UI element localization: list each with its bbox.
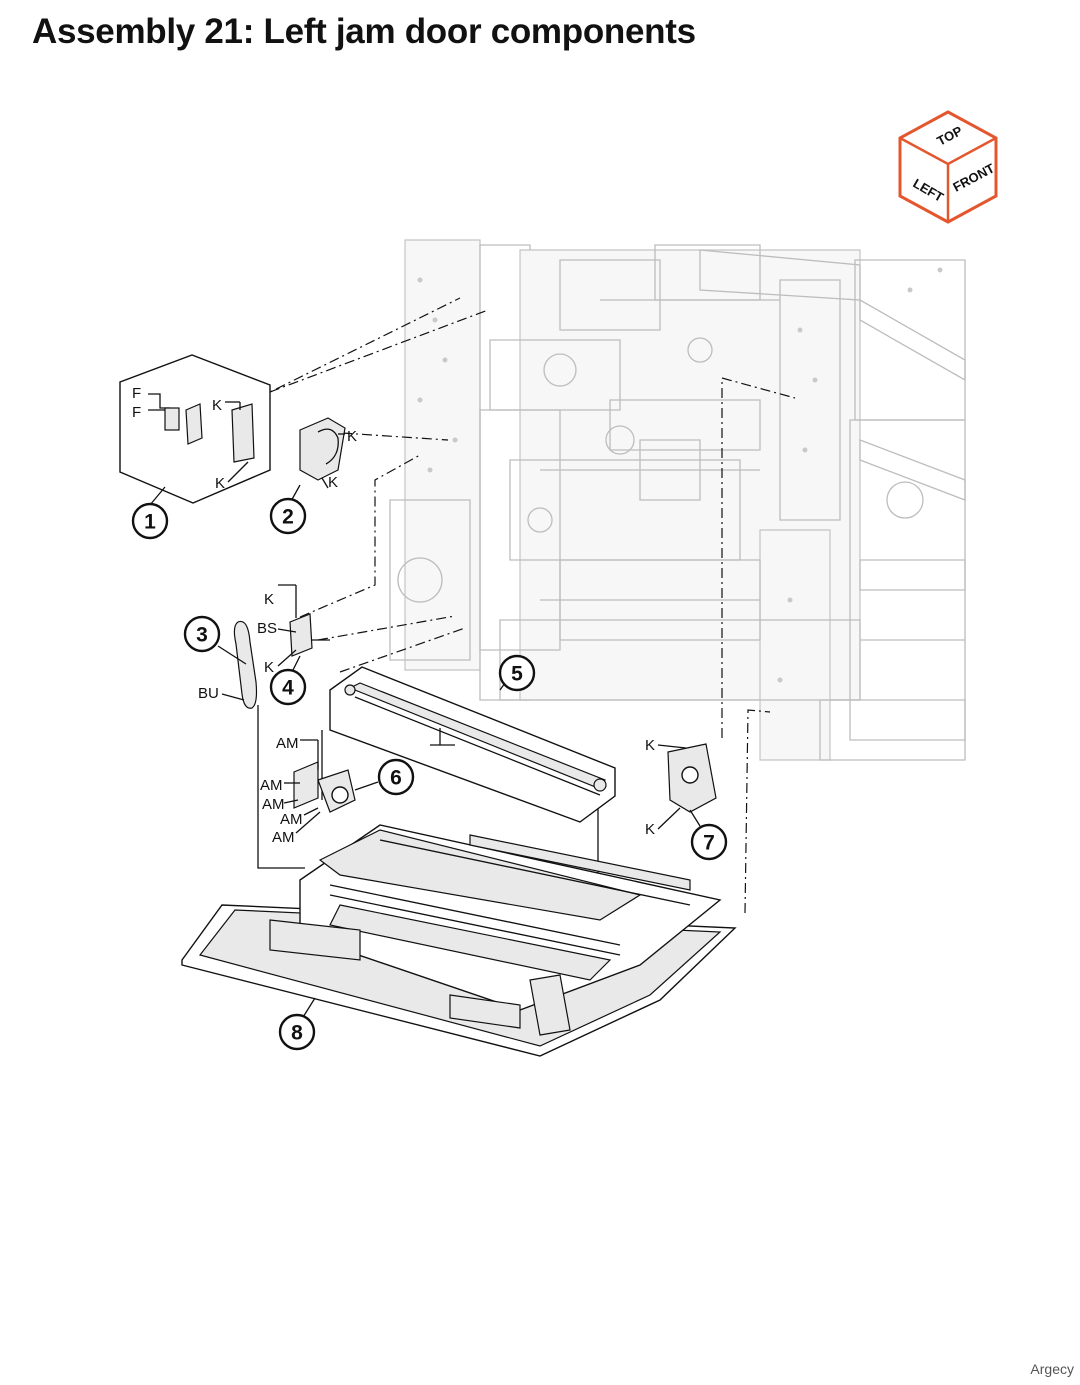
- part-1-label-f2: F: [132, 404, 141, 421]
- callout-6: 6: [377, 758, 415, 796]
- part-6-group: AM AM AM AM AM: [260, 735, 379, 846]
- assembly-leader-lines: [257, 297, 796, 914]
- part-2-label-k2: K: [328, 474, 338, 491]
- part-3-label-bu: BU: [198, 685, 219, 702]
- svg-text:4: 4: [282, 677, 294, 700]
- part-8-group: [181, 824, 737, 1057]
- part-4-label-k2: K: [264, 659, 274, 676]
- part-3-group: BU: [198, 620, 258, 709]
- part-2-label-k1: K: [347, 428, 357, 445]
- page-title: Assembly 21: Left jam door components: [32, 12, 696, 51]
- part-6-label-am2: AM: [260, 777, 283, 794]
- svg-text:3: 3: [196, 624, 208, 647]
- callout-4: 4: [269, 668, 307, 706]
- part-5-group: [329, 666, 616, 823]
- part-1-label-k1: K: [212, 397, 222, 414]
- part-7-group: K K: [645, 737, 717, 838]
- callout-2: 2: [269, 497, 307, 535]
- printer-frame-ghost: [389, 239, 966, 761]
- part-4-group: K BS K: [257, 584, 330, 676]
- callout-8: 8: [278, 1013, 316, 1051]
- callout-3: 3: [183, 615, 221, 653]
- callout-1: 1: [131, 502, 169, 540]
- svg-text:2: 2: [282, 506, 294, 529]
- svg-text:1: 1: [144, 511, 156, 534]
- part-4-label-k1: K: [264, 591, 274, 608]
- svg-text:5: 5: [511, 663, 523, 686]
- part-6-label-am3: AM: [262, 796, 285, 813]
- part-7-label-k2: K: [645, 821, 655, 838]
- svg-text:6: 6: [390, 767, 402, 790]
- part-6-label-am1: AM: [276, 735, 299, 752]
- svg-text:8: 8: [291, 1022, 303, 1045]
- part-1-group: F F K K: [119, 354, 271, 506]
- callout-5: 5: [498, 654, 536, 692]
- watermark-text: Argecy: [1030, 1361, 1074, 1377]
- part-1-label-k2: K: [215, 475, 225, 492]
- part-6-label-am4: AM: [280, 811, 303, 828]
- part-4-label-bs: BS: [257, 620, 277, 637]
- svg-text:7: 7: [703, 832, 715, 855]
- part-7-label-k1: K: [645, 737, 655, 754]
- part-2-group: K K: [289, 417, 357, 504]
- part-6-label-am5: AM: [272, 829, 295, 846]
- callout-7: 7: [690, 823, 728, 861]
- orientation-cube: TOP LEFT FRONT: [898, 110, 998, 224]
- part-1-label-f1: F: [132, 385, 141, 402]
